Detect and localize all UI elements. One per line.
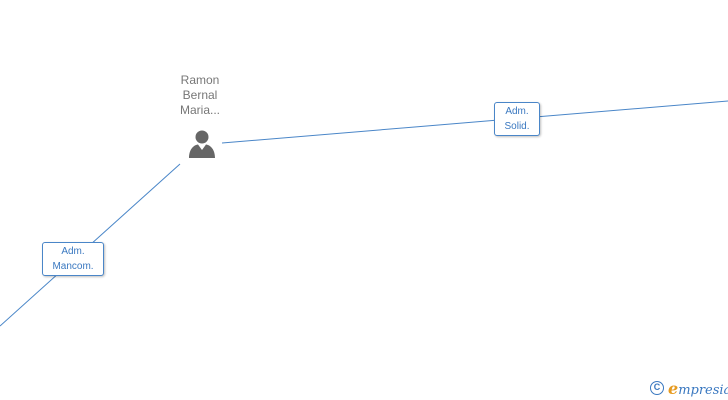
role-line-2: Mancom. xyxy=(52,261,94,272)
edge-to-solid xyxy=(221,100,728,144)
brand-name: empresia xyxy=(668,379,728,398)
role-line-2: Solid. xyxy=(504,121,530,132)
brand-watermark: C empresia xyxy=(650,378,728,398)
role-line-1: Adm. xyxy=(61,246,85,257)
person-name-line-2: Bernal xyxy=(182,88,218,102)
role-label-adm-solid[interactable]: Adm. Solid. xyxy=(494,102,540,136)
copyright-icon: C xyxy=(650,381,664,395)
role-label-adm-mancom[interactable]: Adm. Mancom. xyxy=(42,242,104,276)
brand-first-letter: e xyxy=(668,378,679,398)
person-icon[interactable] xyxy=(186,128,218,160)
person-name[interactable]: Ramon Bernal Maria... xyxy=(160,73,240,118)
person-name-line-1: Ramon xyxy=(180,73,220,87)
role-line-1: Adm. xyxy=(505,106,529,117)
brand-rest: mpresia xyxy=(678,382,728,398)
person-name-line-3: Maria... xyxy=(179,103,220,117)
